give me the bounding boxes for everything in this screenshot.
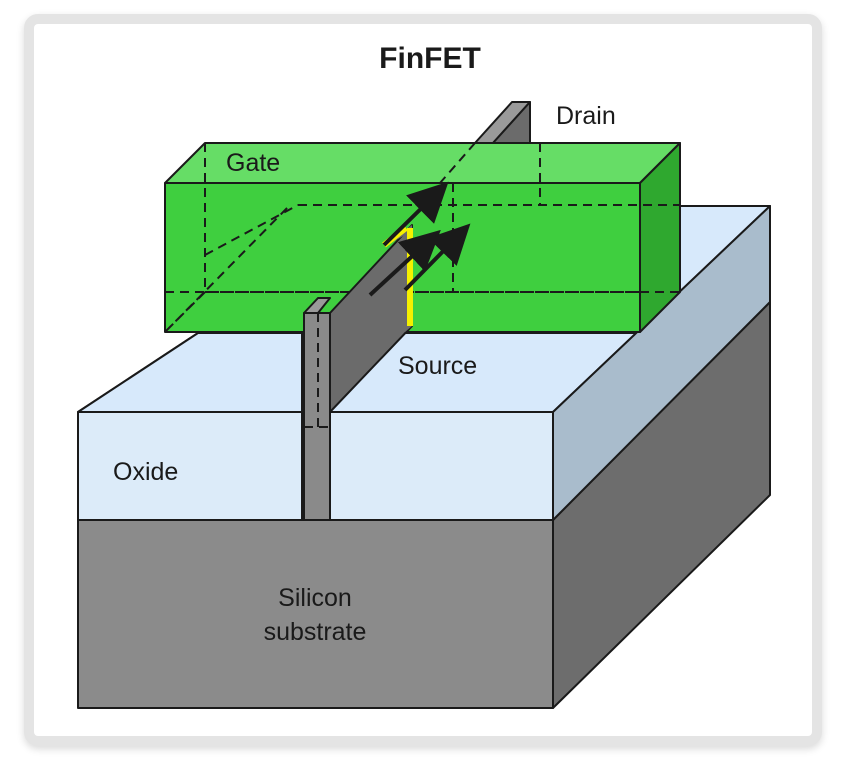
diagram-title: FinFET	[379, 42, 481, 75]
fin-hidden-edges	[304, 313, 330, 428]
gate-label: Gate	[226, 149, 280, 177]
source-label: Source	[398, 352, 477, 380]
substrate-front-face	[77, 519, 554, 709]
fin	[303, 101, 531, 521]
oxide-layer	[77, 205, 771, 521]
oxide-front-right	[329, 411, 554, 521]
fin-source-front	[303, 312, 331, 521]
fin-drain-side	[492, 101, 531, 144]
drain-label: Drain	[556, 102, 616, 130]
current-arrow-2	[368, 229, 441, 297]
oxide-label: Oxide	[113, 458, 178, 486]
substrate-label-line2: substrate	[264, 618, 367, 646]
current-arrow-3	[403, 223, 471, 292]
oxide-front-left	[77, 411, 303, 521]
current-flow-arrows	[368, 181, 471, 297]
oxide-top-left	[77, 332, 303, 413]
current-arrow-1	[382, 181, 449, 247]
substrate-label-line1: Silicon	[278, 584, 352, 612]
